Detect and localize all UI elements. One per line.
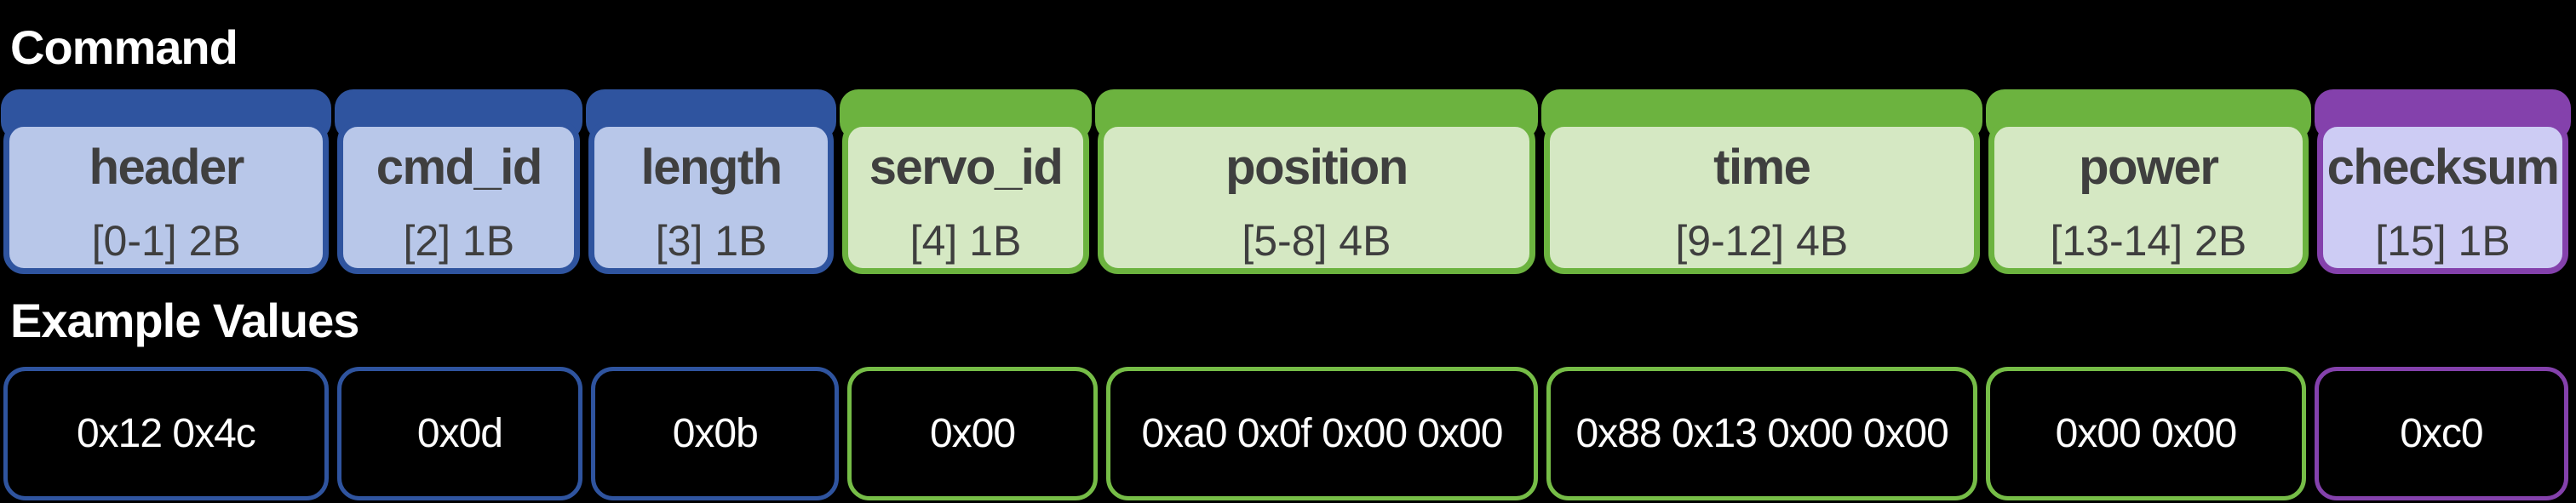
field-name-label: time xyxy=(1713,140,1811,195)
field-name-label: header xyxy=(89,140,245,195)
field-body: servo_id [4] 1B xyxy=(842,121,1089,274)
field-byte-range-label: [15] 1B xyxy=(2375,217,2510,265)
field-byte-range-label: [5-8] 4B xyxy=(1242,217,1391,265)
field-byte-range-label: [3] 1B xyxy=(655,217,767,265)
field-box-checksum: checksum [15] 1B xyxy=(2314,89,2572,274)
field-byte-range-label: [9-12] 4B xyxy=(1675,217,1849,265)
field-byte-range-label: [4] 1B xyxy=(909,217,1022,265)
field-body: length [3] 1B xyxy=(588,121,835,274)
field-box-cmd-id: cmd_id [2] 1B xyxy=(335,89,583,274)
field-box-time: time [9-12] 4B xyxy=(1540,89,1982,274)
example-box-time: 0x88 0x13 0x00 0x00 xyxy=(1546,367,1977,500)
field-byte-range-label: [2] 1B xyxy=(403,217,515,265)
field-name-label: checksum xyxy=(2326,140,2560,195)
field-byte-range-label: [0-1] 2B xyxy=(91,217,241,265)
field-name-label: length xyxy=(640,140,783,195)
command-section-title: Command xyxy=(10,20,238,74)
example-box-length: 0x0b xyxy=(591,367,840,500)
field-box-header: header [0-1] 2B xyxy=(1,89,332,274)
field-body: cmd_id [2] 1B xyxy=(337,121,581,274)
field-box-length: length [3] 1B xyxy=(586,89,837,274)
field-body: power [13-14] 2B xyxy=(1988,121,2309,274)
field-body: position [5-8] 4B xyxy=(1097,121,1535,274)
field-body: time [9-12] 4B xyxy=(1543,121,1980,274)
field-body: checksum [15] 1B xyxy=(2316,121,2569,274)
example-box-cmd-id: 0x0d xyxy=(336,367,583,500)
field-name-label: power xyxy=(2079,140,2219,195)
field-byte-range-label: [13-14] 2B xyxy=(2050,217,2247,265)
example-box-header: 0x12 0x4c xyxy=(3,367,329,500)
field-name-label: servo_id xyxy=(869,140,1064,195)
field-name-label: cmd_id xyxy=(376,140,543,195)
command-fields-row: header [0-1] 2B cmd_id [2] 1B length [3]… xyxy=(0,89,2576,274)
field-name-label: position xyxy=(1225,140,1408,195)
example-box-checksum: 0xc0 xyxy=(2314,367,2568,500)
field-box-power: power [13-14] 2B xyxy=(1985,89,2311,274)
example-values-section-title: Example Values xyxy=(10,294,359,347)
field-box-position: position [5-8] 4B xyxy=(1094,89,1538,274)
field-body: header [0-1] 2B xyxy=(3,121,330,274)
example-box-power: 0x00 0x00 xyxy=(1985,367,2306,500)
example-box-servo-id: 0x00 xyxy=(847,367,1098,500)
example-box-position: 0xa0 0x0f 0x00 0x00 xyxy=(1105,367,1539,500)
field-box-servo-id: servo_id [4] 1B xyxy=(840,89,1092,274)
example-values-row: 0x12 0x4c 0x0d 0x0b 0x00 0xa0 0x0f 0x00 … xyxy=(0,367,2576,500)
